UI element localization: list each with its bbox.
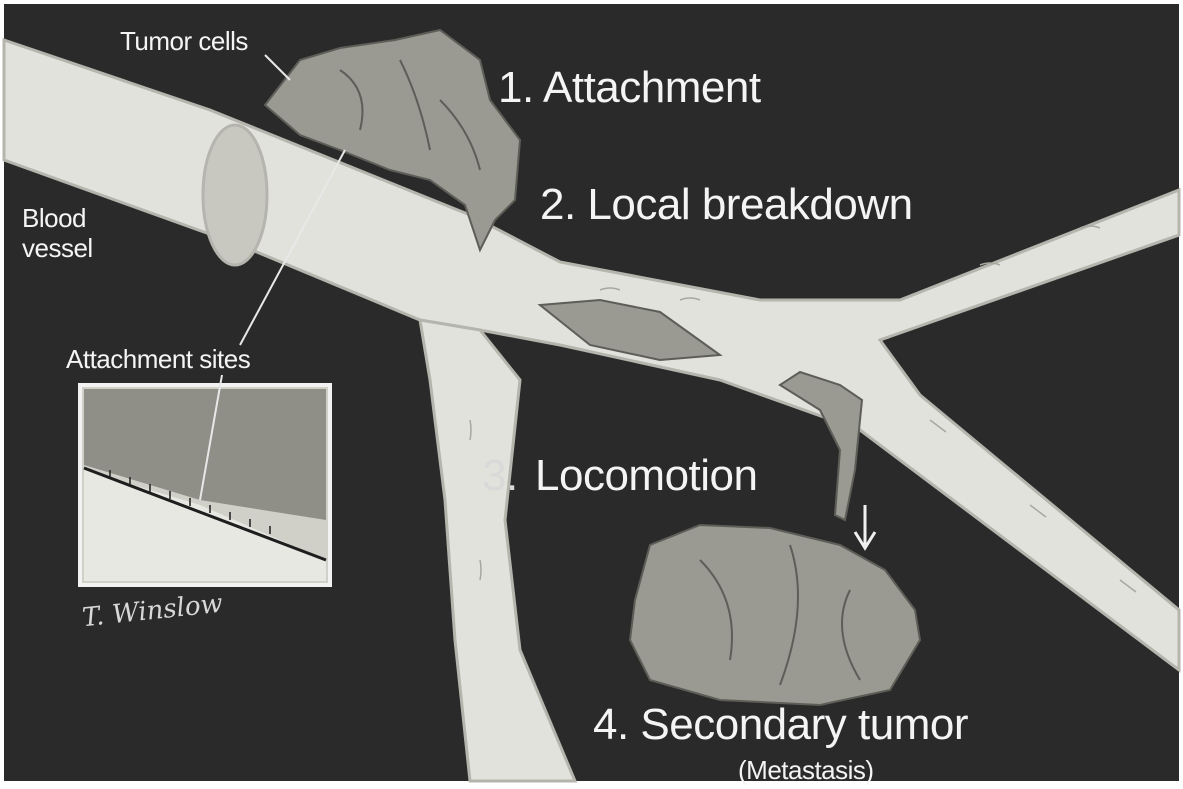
label-step4: 4. Secondary tumor [593, 703, 968, 747]
label-step2: 2. Local breakdown [540, 183, 913, 227]
label-blood-line1: Blood [22, 205, 86, 231]
label-blood-line2: vessel [22, 235, 93, 261]
label-step3-number: 3. [482, 454, 518, 498]
label-tumor-cells: Tumor cells [120, 28, 248, 54]
label-step4-sub: (Metastasis) [738, 757, 874, 783]
label-attachment-sites: Attachment sites [66, 346, 250, 372]
attachment-sites-inset [80, 385, 330, 585]
label-step1: 1. Attachment [498, 66, 761, 110]
label-step3: Locomotion [535, 454, 757, 498]
